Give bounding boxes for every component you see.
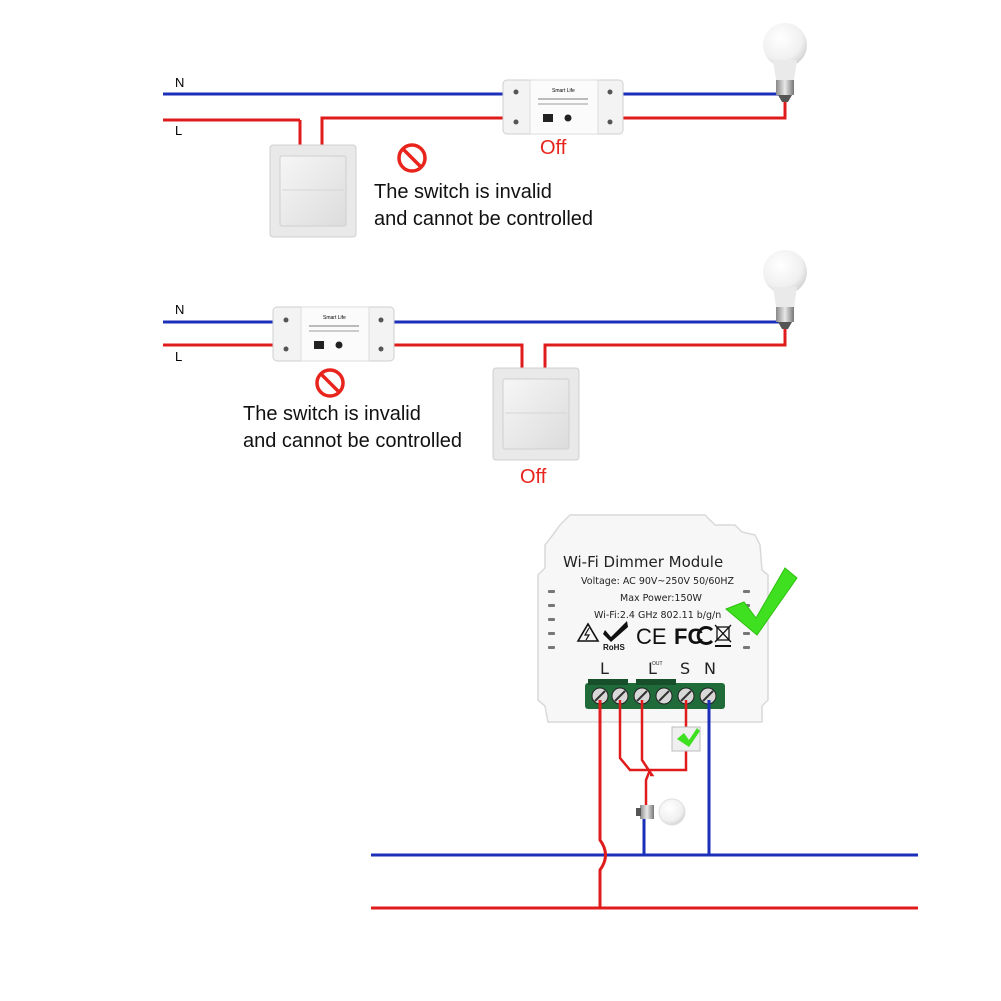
bulb-icon <box>636 798 686 826</box>
check-icon <box>725 567 798 636</box>
momentary-switch <box>671 726 701 752</box>
diagram-3: Wi-Fi Dimmer Module Voltage: AC 90V~250V… <box>371 514 918 910</box>
smart-relay: Smart Life <box>502 79 624 135</box>
relay-brand: Smart Life <box>552 88 575 94</box>
prohibit-icon <box>397 143 427 173</box>
invalid-caption-line2: and cannot be controlled <box>374 208 593 230</box>
switch-loop-wire <box>618 700 688 772</box>
neutral-label: N <box>175 302 184 317</box>
load-wire <box>640 700 655 777</box>
module-max-power: Max Power:150W <box>620 593 703 604</box>
off-label: Off <box>520 466 547 488</box>
diagram-2: N L Smart Life Off <box>163 250 807 488</box>
terminal-label-out: OUT <box>652 661 663 667</box>
check-icon <box>677 728 700 747</box>
bulb-icon <box>763 23 807 102</box>
invalid-caption-line2: and cannot be controlled <box>243 430 462 452</box>
live-wire <box>320 116 505 145</box>
terminal-label-s: S <box>680 659 690 678</box>
module-wifi: Wi-Fi:2.4 GHz 802.11 b/g/n <box>594 610 721 621</box>
invalid-caption-line1: The switch is invalid <box>374 181 552 203</box>
live-wire <box>543 326 787 368</box>
relay-button <box>335 341 343 349</box>
neutral-label: N <box>175 75 184 90</box>
fcc-icon: FC <box>674 624 714 649</box>
terminal-label-lout: L <box>648 659 657 678</box>
live-wire <box>620 98 787 120</box>
relay-brand: Smart Life <box>323 315 346 321</box>
bulb-icon <box>763 250 807 329</box>
live-label: L <box>175 349 182 364</box>
invalid-caption-line1: The switch is invalid <box>243 403 421 425</box>
module-title: Wi-Fi Dimmer Module <box>563 553 723 571</box>
terminal-block <box>585 679 725 709</box>
terminal-label-l: L <box>600 659 609 678</box>
prohibit-icon <box>315 368 345 398</box>
terminal-label-n: N <box>704 659 716 678</box>
live-supply-wire <box>598 700 607 908</box>
ce-mark: CE <box>636 624 667 649</box>
wall-switch <box>492 367 580 461</box>
off-label: Off <box>540 137 567 159</box>
live-wire <box>392 343 524 368</box>
live-label: L <box>175 123 182 138</box>
dimmer-module: Wi-Fi Dimmer Module Voltage: AC 90V~250V… <box>537 514 769 723</box>
weee-icon <box>714 624 732 647</box>
load-wire <box>644 769 652 805</box>
relay-button <box>564 114 572 122</box>
wall-switch <box>269 144 357 238</box>
rohs-icon: RoHS <box>603 621 628 652</box>
svg-text:RoHS: RoHS <box>603 643 625 652</box>
smart-relay: Smart Life <box>272 306 395 362</box>
module-voltage: Voltage: AC 90V~250V 50/60HZ <box>581 576 735 587</box>
warning-icon <box>576 622 600 642</box>
diagram-1: N L Smart Life Off <box>163 23 807 238</box>
